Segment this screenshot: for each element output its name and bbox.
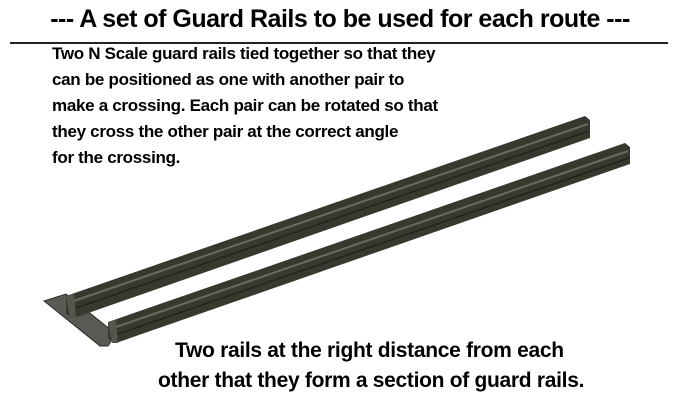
description-line: Two N Scale guard rails tied together so… (52, 44, 436, 63)
description-line: make a crossing. Each pair can be rotate… (52, 96, 438, 115)
caption-line: Two rails at the right distance from eac… (175, 339, 564, 362)
title-underline (10, 42, 668, 44)
guard-rail-1 (66, 116, 590, 318)
page-title: --- A set of Guard Rails to be used for … (50, 5, 630, 33)
caption-line: other that they form a section of guard … (158, 369, 585, 392)
description-line: can be positioned as one with another pa… (52, 70, 405, 89)
description-line: they cross the other pair at the correct… (52, 122, 399, 141)
guard-rail-2 (108, 143, 630, 343)
description-line: for the crossing. (52, 148, 181, 167)
description: Two N Scale guard rails tied together so… (52, 41, 438, 171)
